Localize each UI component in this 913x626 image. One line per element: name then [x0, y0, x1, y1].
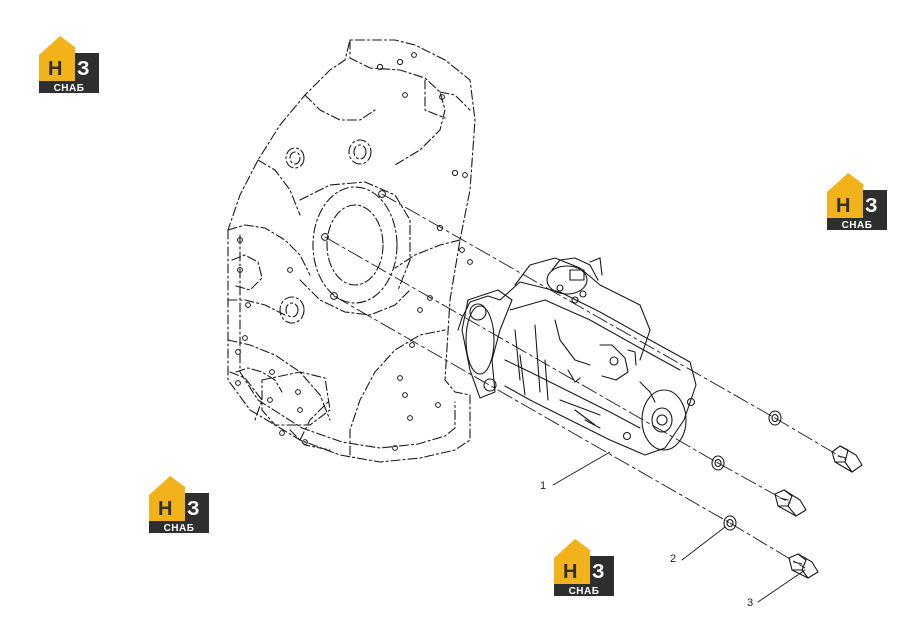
starter-motor [457, 257, 697, 456]
brand-logo-watermark [825, 172, 889, 232]
washers [711, 410, 782, 531]
bolts [774, 445, 863, 579]
callout-3: 3 [747, 597, 754, 609]
leader-lines [552, 451, 806, 603]
brand-logo-watermark [552, 538, 616, 598]
brand-logo-watermark [147, 475, 211, 535]
housing-bolt-holes [235, 52, 473, 451]
callout-1: 1 [540, 480, 547, 492]
callout-2: 2 [670, 553, 677, 565]
flywheel-housing [227, 39, 476, 463]
brand-logo-watermark [37, 35, 101, 95]
alignment-lines [324, 193, 847, 569]
